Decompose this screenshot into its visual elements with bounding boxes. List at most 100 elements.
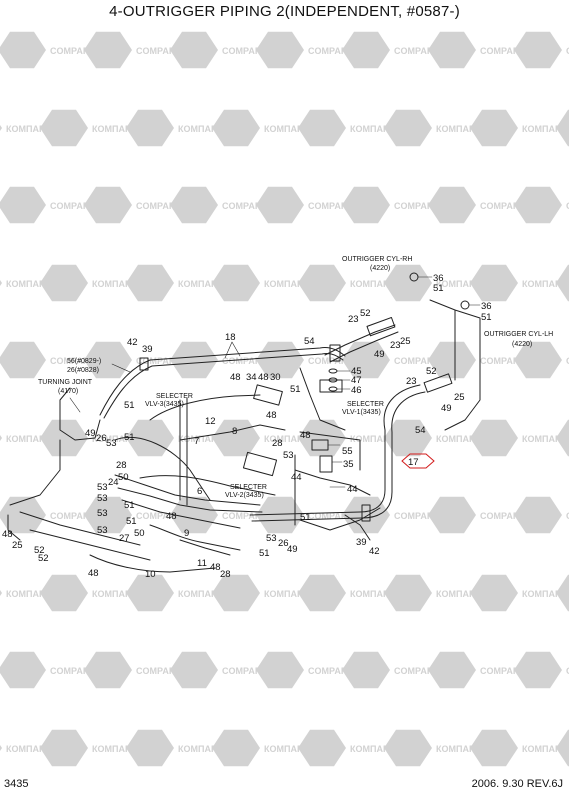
watermark-text: COMPART (566, 46, 569, 56)
callout-51: 51 (290, 384, 301, 395)
watermark-tile: COMPART (514, 651, 569, 689)
watermark-text: COMPART (566, 666, 569, 676)
watermark-tile: КОМПАРТ (212, 574, 309, 612)
label-selecter-2-ref: VLV-2(3435) (225, 492, 264, 499)
callout-49: 49 (85, 428, 96, 439)
watermark-tile: COMPART (256, 186, 353, 224)
watermark-logo-icon (0, 651, 46, 689)
watermark-logo-icon (84, 31, 132, 69)
callout-6: 6 (197, 486, 202, 497)
callout-48: 48 (2, 529, 13, 540)
callout-28: 28 (116, 460, 127, 471)
watermark-tile: КОМПАРТ (556, 574, 569, 612)
selecter-valve-1-block (319, 379, 343, 393)
watermark-tile: КОМПАРТ (384, 109, 481, 147)
watermark-text: COMPART (222, 356, 267, 366)
watermark-tile: COMPART (428, 341, 525, 379)
callout-35: 35 (343, 459, 354, 470)
pipe-9 (149, 524, 241, 551)
callout-51: 51 (300, 512, 311, 523)
watermark-tile: КОМПАРТ (384, 574, 481, 612)
watermark-logo-icon (84, 496, 132, 534)
callout-39: 39 (356, 537, 367, 548)
callout-50: 50 (134, 528, 145, 539)
watermark-text: КОМПАРТ (6, 124, 51, 134)
pipe-bundle-a (19, 511, 141, 546)
watermark-logo-icon (40, 574, 88, 612)
watermark-tile: КОМПАРТ (298, 729, 395, 767)
watermark-logo-icon (0, 279, 2, 287)
watermark-logo-icon (126, 729, 174, 767)
watermark-text: КОМПАРТ (264, 744, 309, 754)
watermark-logo-icon (212, 729, 260, 767)
watermark-tile: COMPART (170, 186, 267, 224)
watermark-tile: COMPART (514, 341, 569, 379)
watermark-logo-icon (470, 419, 518, 457)
watermark-text: КОМПАРТ (92, 589, 137, 599)
watermark-logo-icon (514, 341, 562, 379)
callout-10: 10 (145, 569, 156, 580)
clamp-42-upper (139, 357, 149, 371)
watermark-text: COMPART (50, 511, 95, 521)
pipe-bundle-c (114, 474, 261, 506)
watermark-text: КОМПАРТ (350, 124, 395, 134)
callout-17-hexagon (401, 453, 435, 469)
watermark-logo-icon (470, 264, 518, 302)
watermark-tile: COMPART (84, 31, 181, 69)
watermark-tile: COMPART (428, 651, 525, 689)
watermark-tile: COMPART (170, 651, 267, 689)
callout-23: 23 (406, 376, 417, 387)
callout-51: 51 (124, 432, 135, 443)
bleed-plug-36-lh (460, 300, 470, 310)
callout-11: 11 (197, 558, 207, 569)
watermark-text: COMPART (480, 356, 525, 366)
pipe-7 (114, 436, 211, 501)
callout-28: 28 (220, 569, 231, 580)
clamp-39 (329, 344, 341, 362)
callout-52: 52 (38, 553, 49, 564)
label-outrigger-cyl-lh: OUTRIGGER CYL-LH (484, 331, 553, 338)
callout-25: 25 (454, 392, 465, 403)
callout-25: 25 (12, 540, 23, 551)
watermark-logo-icon (212, 419, 260, 457)
watermark-text: КОМПАРТ (522, 279, 567, 289)
watermark-logo-icon (556, 264, 569, 302)
watermark-text: COMPART (480, 666, 525, 676)
watermark-logo-icon (556, 109, 569, 147)
watermark-logo-icon (256, 186, 304, 224)
callout-49: 49 (441, 403, 452, 414)
watermark-text: КОМПАРТ (264, 589, 309, 599)
watermark-text: COMPART (566, 201, 569, 211)
watermark-logo-icon (212, 264, 260, 302)
callout-39: 39 (142, 344, 153, 355)
watermark-text: КОМПАРТ (6, 434, 51, 444)
watermark-tile: COMPART (84, 186, 181, 224)
callout-36: 36 (433, 273, 444, 284)
watermark-logo-icon (170, 496, 218, 534)
watermark-logo-icon (342, 31, 390, 69)
watermark-text: КОМПАРТ (6, 589, 51, 599)
watermark-text: КОМПАРТ (522, 744, 567, 754)
watermark-text: КОМПАРТ (436, 434, 481, 444)
watermark-tile: COMPART (342, 341, 439, 379)
watermark-logo-icon (428, 341, 476, 379)
watermark-tile: КОМПАРТ (470, 109, 567, 147)
callout-34: 34 (246, 372, 257, 383)
callout-27: 27 (119, 533, 130, 544)
callout-48: 48 (166, 511, 177, 522)
watermark-text: COMPART (136, 201, 181, 211)
watermark-text: КОМПАРТ (264, 434, 309, 444)
watermark-logo-icon (256, 651, 304, 689)
label-turning-joint-ref: (4170) (58, 388, 78, 395)
pipe-6 (139, 475, 276, 496)
watermark-text: COMPART (480, 46, 525, 56)
watermark-text: COMPART (50, 666, 95, 676)
pipe-bundle-e (121, 499, 241, 529)
watermark-tile: КОМПАРТ (556, 729, 569, 767)
watermark-logo-icon (0, 31, 46, 69)
frame-outline-mid (299, 367, 361, 471)
watermark-text: COMPART (394, 666, 439, 676)
watermark-text: КОМПАРТ (436, 279, 481, 289)
selecter-valve-3-block (253, 384, 283, 406)
